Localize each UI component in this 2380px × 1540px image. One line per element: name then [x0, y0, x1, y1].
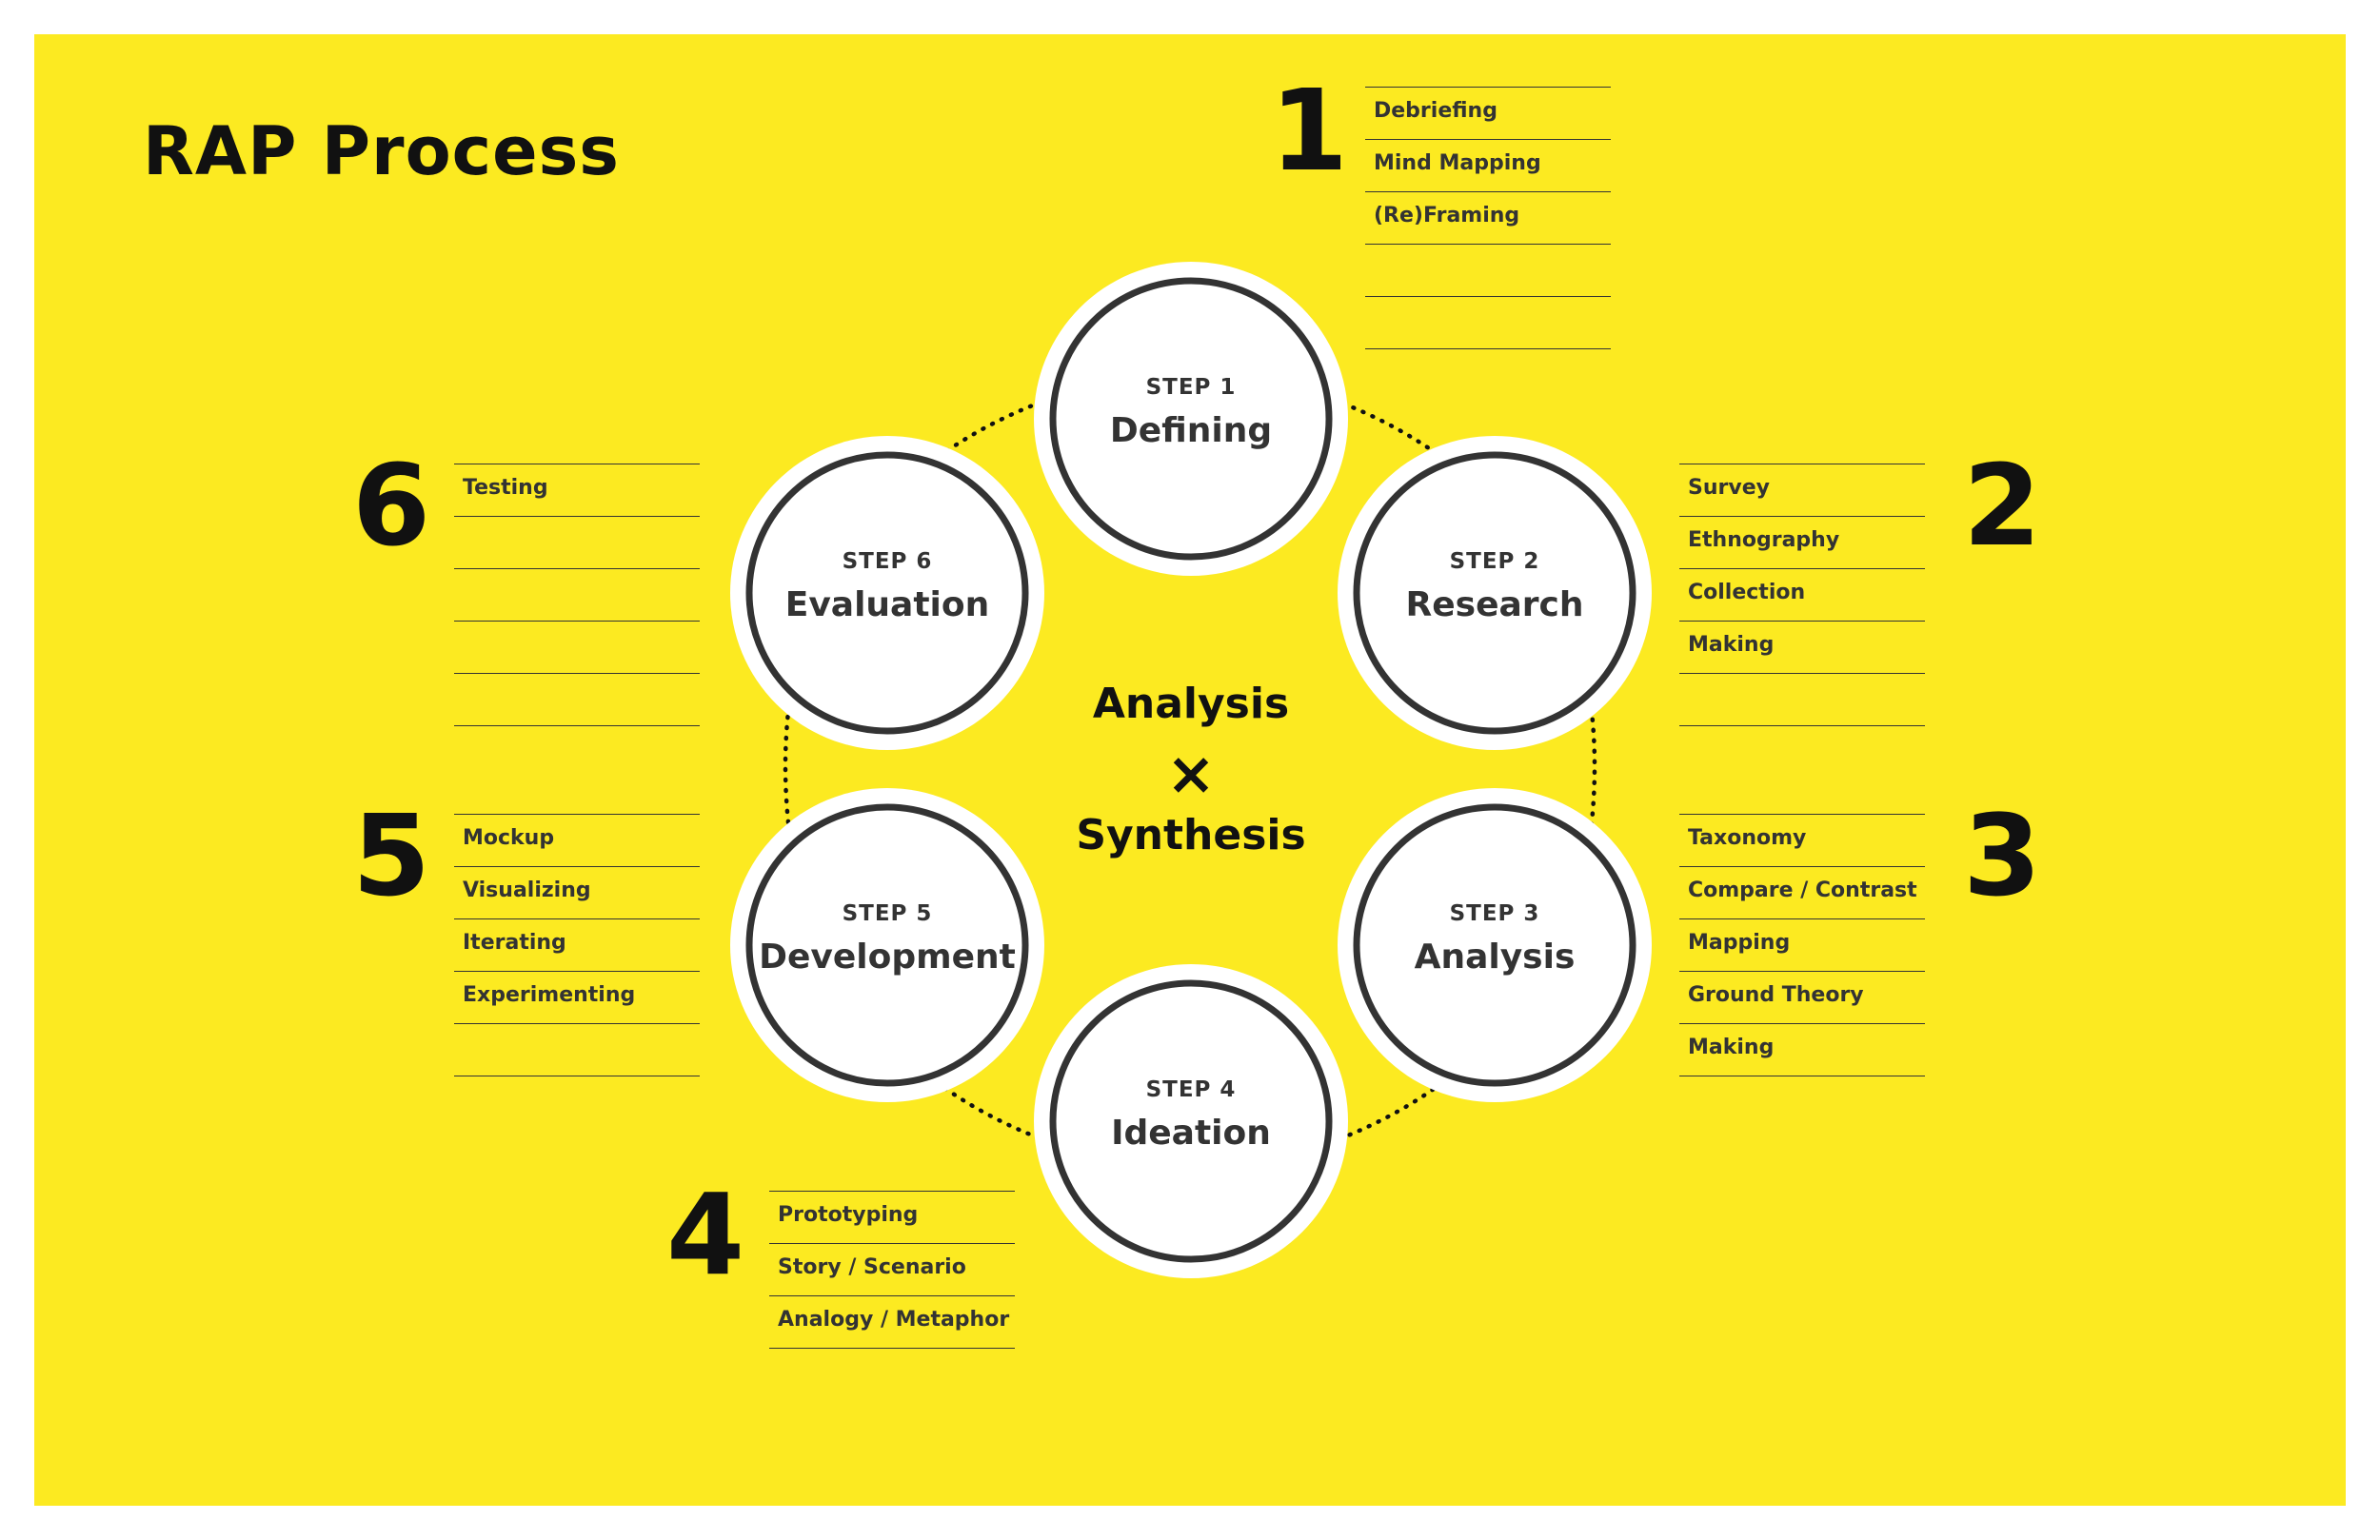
list-number-6: 6 [352, 440, 431, 571]
list-number-3: 3 [1963, 790, 2042, 921]
list-number-2: 2 [1963, 440, 2042, 571]
list-item: Analogy / Metaphor [769, 1295, 1015, 1348]
list-item: Collection [1679, 568, 1925, 621]
times-symbol: × [1166, 739, 1216, 808]
list-item: Ground Theory [1679, 971, 1925, 1023]
list-item: Experimenting [454, 971, 700, 1023]
step-5-name: Development [759, 938, 1016, 977]
methods-list-5: Mockup Visualizing Iterating Experimenti… [454, 814, 700, 1076]
list-item [454, 621, 700, 673]
center-analysis-text: Analysis [1093, 680, 1289, 728]
page-title: RAP Process [143, 112, 620, 190]
step-node-1 [1034, 262, 1348, 576]
list-item: Testing [454, 464, 700, 516]
center-synthesis-text: Synthesis [1076, 811, 1305, 859]
step-6-label: STEP 6 [843, 549, 933, 574]
step-4-label: STEP 4 [1146, 1077, 1237, 1102]
list-item [454, 568, 700, 621]
list-item: Debriefing [1365, 87, 1611, 139]
list-item: Iterating [454, 918, 700, 971]
step-6-name: Evaluation [785, 585, 990, 624]
list-item [1365, 244, 1611, 296]
list-item [454, 1023, 700, 1076]
list-item: Ethnography [1679, 516, 1925, 568]
step-2-name: Research [1406, 585, 1584, 624]
step-node-4 [1034, 964, 1348, 1278]
methods-list-1: Debriefing Mind Mapping (Re)Framing [1365, 87, 1611, 349]
methods-list-2: Survey Ethnography Collection Making [1679, 464, 1925, 726]
list-item: Story / Scenario [769, 1243, 1015, 1295]
list-item: Survey [1679, 464, 1925, 516]
methods-list-3: Taxonomy Compare / Contrast Mapping Grou… [1679, 814, 1925, 1076]
step-3-name: Analysis [1415, 938, 1576, 977]
list-number-5: 5 [352, 790, 431, 921]
step-node-2 [1338, 436, 1652, 750]
step-1-label: STEP 1 [1146, 375, 1237, 400]
list-divider [454, 725, 700, 726]
list-item [454, 673, 700, 725]
step-4-name: Ideation [1111, 1114, 1271, 1153]
list-item: Making [1679, 1023, 1925, 1076]
step-1-name: Defining [1110, 411, 1272, 450]
methods-list-4: Prototyping Story / Scenario Analogy / M… [769, 1191, 1015, 1349]
list-item [1679, 673, 1925, 725]
step-2-label: STEP 2 [1450, 549, 1540, 574]
step-node-5 [730, 788, 1044, 1102]
step-3-label: STEP 3 [1450, 901, 1540, 926]
list-item: Compare / Contrast [1679, 866, 1925, 918]
step-5-label: STEP 5 [843, 901, 933, 926]
methods-list-6: Testing [454, 464, 700, 726]
list-divider [769, 1348, 1015, 1349]
list-item: Visualizing [454, 866, 700, 918]
list-item: Prototyping [769, 1191, 1015, 1243]
list-item: Taxonomy [1679, 814, 1925, 866]
list-number-1: 1 [1270, 65, 1349, 196]
list-item [454, 516, 700, 568]
list-item: (Re)Framing [1365, 191, 1611, 244]
list-divider [1679, 725, 1925, 726]
list-item: Mind Mapping [1365, 139, 1611, 191]
list-item: Making [1679, 621, 1925, 673]
list-item: Mockup [454, 814, 700, 866]
list-divider [1365, 348, 1611, 349]
list-number-4: 4 [666, 1169, 745, 1300]
step-node-6 [730, 436, 1044, 750]
list-item: Mapping [1679, 918, 1925, 971]
step-node-3 [1338, 788, 1652, 1102]
list-item [1365, 296, 1611, 348]
